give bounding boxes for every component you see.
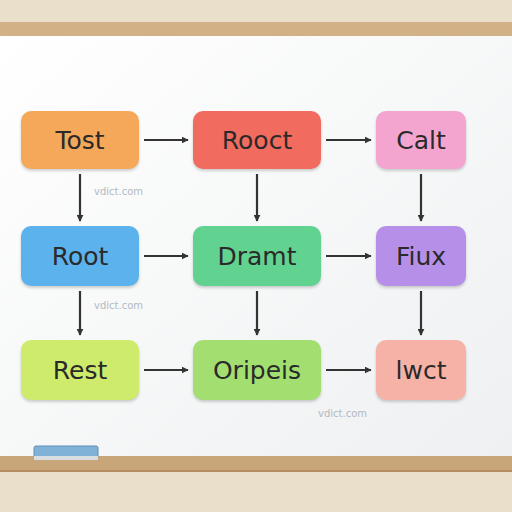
arrow-connector bbox=[256, 174, 258, 221]
process-box: Root bbox=[21, 226, 139, 286]
box-label: Tost bbox=[55, 126, 104, 155]
watermark: vdict.com bbox=[94, 300, 143, 311]
box-label: Rest bbox=[53, 356, 107, 385]
arrow-connector bbox=[326, 255, 371, 257]
process-box: lwct bbox=[376, 340, 466, 400]
process-box: Dramt bbox=[193, 226, 321, 286]
process-box: Oripeis bbox=[193, 340, 321, 400]
eraser-felt bbox=[34, 456, 98, 460]
arrow-connector bbox=[326, 139, 371, 141]
process-box: Rooct bbox=[193, 111, 321, 169]
arrow-connector bbox=[144, 139, 188, 141]
box-label: Fiux bbox=[396, 242, 446, 271]
box-label: Rooct bbox=[222, 126, 292, 155]
watermark: vdict.com bbox=[94, 186, 143, 197]
box-label: Root bbox=[52, 242, 109, 271]
board-frame bbox=[0, 22, 512, 472]
process-box: Tost bbox=[21, 111, 139, 169]
process-box: Fiux bbox=[376, 226, 466, 286]
board-surface bbox=[0, 36, 512, 460]
box-label: Calt bbox=[396, 126, 446, 155]
arrow-connector bbox=[144, 369, 188, 371]
arrow-connector bbox=[79, 291, 81, 335]
box-label: Oripeis bbox=[213, 356, 301, 385]
arrow-connector bbox=[79, 174, 81, 221]
box-label: lwct bbox=[396, 356, 447, 385]
arrow-connector bbox=[420, 174, 422, 221]
process-box: Rest bbox=[21, 340, 139, 400]
arrow-connector bbox=[144, 255, 188, 257]
arrow-connector bbox=[326, 369, 371, 371]
watermark: vdict.com bbox=[318, 408, 367, 419]
arrow-connector bbox=[420, 291, 422, 335]
arrow-connector bbox=[256, 291, 258, 335]
box-label: Dramt bbox=[217, 242, 296, 271]
marker-tray bbox=[0, 456, 512, 470]
process-box: Calt bbox=[376, 111, 466, 169]
